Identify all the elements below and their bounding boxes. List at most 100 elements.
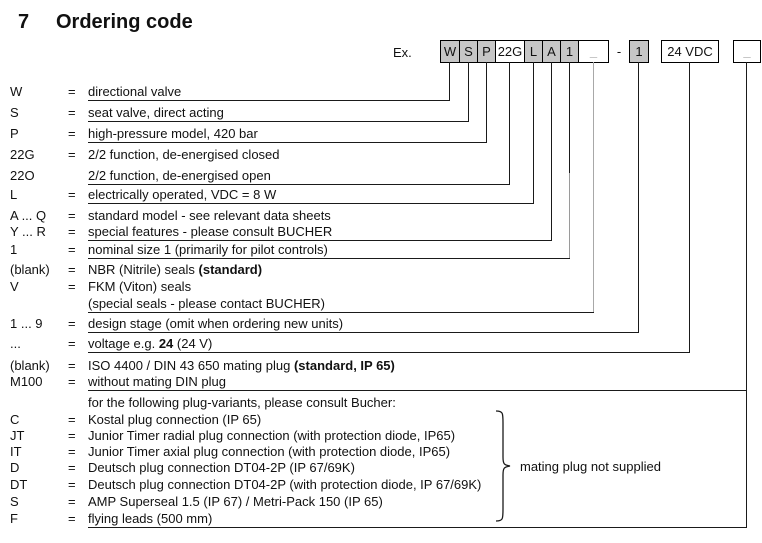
code-box-s: S bbox=[459, 40, 478, 63]
row-equals: = bbox=[68, 105, 76, 120]
code-row: L=electrically operated, VDC = 8 W bbox=[0, 187, 762, 203]
row-equals: = bbox=[68, 494, 76, 509]
row-description: flying leads (500 mm) bbox=[88, 511, 212, 527]
row-code: A ... Q bbox=[10, 208, 47, 223]
row-equals: = bbox=[68, 187, 76, 202]
row-code: D bbox=[10, 460, 20, 475]
desc-pre: 2/2 function, de-energised open bbox=[88, 168, 271, 183]
code-box-label: _ bbox=[589, 44, 598, 59]
row-equals: = bbox=[68, 279, 76, 294]
code-row: M100=without mating DIN plug bbox=[0, 374, 762, 390]
row-code: C bbox=[10, 412, 20, 427]
connector-line bbox=[88, 121, 469, 122]
row-code: W bbox=[10, 84, 23, 99]
row-description: voltage e.g. 24 (24 V) bbox=[88, 336, 212, 352]
code-box-label: W bbox=[443, 44, 457, 59]
desc-pre: without mating DIN plug bbox=[88, 374, 227, 389]
row-equals: = bbox=[68, 262, 76, 277]
connector-line bbox=[88, 332, 639, 333]
code-box-label: _ bbox=[743, 44, 751, 59]
row-equals: = bbox=[68, 358, 76, 373]
code-box-22g: 22G bbox=[495, 40, 525, 63]
code-row: 22O 2/2 function, de-energised open bbox=[0, 168, 762, 184]
row-equals: = bbox=[68, 511, 76, 526]
code-box-p: P bbox=[477, 40, 496, 63]
code-row: (blank)=NBR (Nitrile) seals (standard) bbox=[0, 262, 762, 278]
code-row: P=high-pressure model, 420 bar bbox=[0, 126, 762, 142]
page-title: Ordering code bbox=[56, 11, 193, 33]
code-row: D = Deutsch plug connection DT04-2P (IP 67… bbox=[0, 460, 762, 476]
desc-pre: nominal size 1 (primarily for pilot cont… bbox=[88, 242, 328, 257]
code-row: 1 ... 9=design stage (omit when ordering… bbox=[0, 316, 762, 332]
code-row: JT=Junior Timer radial plug connection (… bbox=[0, 428, 762, 444]
row-code: (blank) bbox=[10, 358, 50, 373]
code-box-plug-blank: _ bbox=[733, 40, 761, 63]
code-row: F=flying leads (500 mm) bbox=[0, 511, 762, 527]
connector-line bbox=[486, 62, 487, 142]
desc-pre: electrically operated, VDC = 8 W bbox=[88, 187, 277, 202]
row-equals: = bbox=[68, 412, 76, 427]
desc-pre: flying leads (500 mm) bbox=[88, 511, 213, 526]
connector-line bbox=[88, 390, 747, 391]
row-code: Y ... R bbox=[10, 224, 46, 239]
row-code: M100 bbox=[10, 374, 43, 389]
code-box-l: L bbox=[524, 40, 543, 63]
desc-pre: standard model - see relevant data sheet… bbox=[88, 208, 331, 223]
desc-bold: (standard, IP 65) bbox=[293, 358, 395, 373]
row-description: special features - please consult BUCHER bbox=[88, 224, 332, 240]
row-code: IT bbox=[10, 444, 22, 459]
desc-pre: (special seals - please contact BUCHER) bbox=[88, 296, 325, 311]
code-row: (special seals - please contact BUCHER) bbox=[0, 296, 762, 312]
desc-pre: design stage (omit when ordering new uni… bbox=[88, 316, 344, 331]
brace-note: mating plug not supplied bbox=[520, 459, 661, 474]
example-label: Ex. bbox=[393, 45, 412, 60]
code-row: W=directional valve bbox=[0, 84, 762, 100]
connector-line bbox=[88, 258, 570, 259]
row-code: 22O bbox=[10, 168, 35, 183]
connector-line bbox=[88, 184, 510, 185]
row-equals: = bbox=[68, 428, 76, 443]
connector-line bbox=[638, 62, 639, 332]
row-description: nominal size 1 (primarily for pilot cont… bbox=[88, 242, 328, 258]
row-description: design stage (omit when ordering new uni… bbox=[88, 316, 343, 332]
desc-bold: 24 bbox=[158, 336, 174, 351]
code-row: C = Kostal plug connection (IP 65) bbox=[0, 412, 762, 428]
row-description: Kostal plug connection (IP 65) bbox=[88, 412, 261, 428]
code-row: DT=Deutsch plug connection DT04-2P (with… bbox=[0, 477, 762, 493]
row-code: 22G bbox=[10, 147, 35, 162]
code-row: V = FKM (Viton) seals bbox=[0, 279, 762, 295]
desc-pre: Junior Timer axial plug connection (with… bbox=[88, 444, 451, 459]
connector-line bbox=[88, 203, 534, 204]
code-box-label: A bbox=[547, 44, 556, 59]
row-description: Junior Timer radial plug connection (wit… bbox=[88, 428, 455, 444]
code-row: 1=nominal size 1 (primarily for pilot co… bbox=[0, 242, 762, 258]
connector-line bbox=[88, 527, 747, 528]
row-code: V bbox=[10, 279, 19, 294]
row-code: S bbox=[10, 105, 19, 120]
desc-pre: high-pressure model, 420 bar bbox=[88, 126, 258, 141]
row-description: 2/2 function, de-energised open bbox=[88, 168, 271, 184]
row-code: (blank) bbox=[10, 262, 50, 277]
row-equals: = bbox=[68, 460, 76, 475]
row-description: standard model - see relevant data sheet… bbox=[88, 208, 331, 224]
row-equals: = bbox=[68, 242, 76, 257]
code-box-w: W bbox=[440, 40, 460, 63]
row-equals: = bbox=[68, 336, 76, 351]
desc-pre: AMP Superseal 1.5 (IP 67) / Metri-Pack 1… bbox=[88, 494, 383, 509]
desc-pre: 2/2 function, de-energised closed bbox=[88, 147, 280, 162]
desc-pre: FKM (Viton) seals bbox=[88, 279, 192, 294]
row-description: Deutsch plug connection DT04-2P (IP 67/6… bbox=[88, 460, 355, 476]
desc-pre: Junior Timer radial plug connection (wit… bbox=[88, 428, 456, 443]
row-code: DT bbox=[10, 477, 28, 492]
row-description: FKM (Viton) seals bbox=[88, 279, 191, 295]
code-box-label: L bbox=[529, 44, 538, 59]
row-code: ... bbox=[10, 336, 21, 351]
desc-pre: NBR (Nitrile) seals bbox=[88, 262, 199, 277]
row-description: Junior Timer axial plug connection (with… bbox=[88, 444, 450, 460]
code-row: for the following plug-variants, please … bbox=[0, 395, 762, 411]
connector-line bbox=[88, 240, 552, 241]
code-row: IT=Junior Timer axial plug connection (w… bbox=[0, 444, 762, 460]
desc-pre: ISO 4400 / DIN 43 650 mating plug bbox=[88, 358, 294, 373]
desc-pre: special features - please consult BUCHER bbox=[88, 224, 333, 239]
